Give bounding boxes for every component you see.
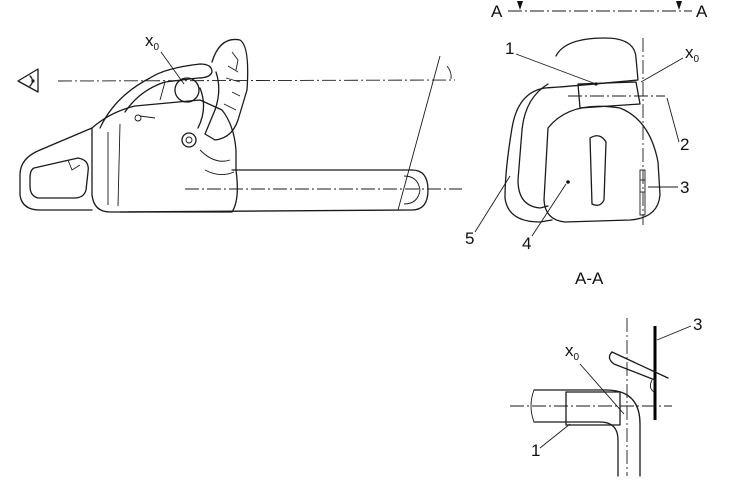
detail-view: 3 x0 1 <box>510 315 702 477</box>
angle-line <box>397 55 441 211</box>
section-marker-right: A <box>696 2 708 21</box>
callout-1-detail: 1 <box>531 441 540 460</box>
x0-label-side: x0 <box>145 31 160 53</box>
chainsaw-side-view: x0 <box>17 31 462 213</box>
handle-tube <box>577 81 641 109</box>
handle-loop-outer <box>504 37 639 223</box>
callout-3-detail: 3 <box>693 315 702 334</box>
hand-guard-section <box>543 105 661 223</box>
handle-loop-inner <box>517 83 549 209</box>
x0-leader-side <box>160 51 185 85</box>
handle-tube-section <box>174 77 200 103</box>
pivot-ring <box>181 132 197 148</box>
section-arrow-right <box>676 1 682 10</box>
x0-label-section: x0 <box>685 43 700 65</box>
section-arrow-left <box>517 1 523 10</box>
detail-tube-outer <box>533 389 641 477</box>
sight-line <box>57 79 456 82</box>
rear-handle <box>19 127 93 211</box>
guide-bar <box>119 169 429 213</box>
section-caption: A-A <box>575 269 604 288</box>
gauge-strip <box>639 169 646 216</box>
callout-1: 1 <box>505 39 514 58</box>
saw-body <box>91 99 238 213</box>
callout-4: 4 <box>522 234 531 253</box>
callout-2: 2 <box>680 135 689 154</box>
section-marker-left: A <box>491 2 503 21</box>
eye-icon <box>17 68 39 93</box>
callout-5: 5 <box>465 229 474 248</box>
detail-tube-inner <box>533 421 619 477</box>
section-a-a-view: A A 1 x0 2 3 4 <box>465 1 708 288</box>
top-handle <box>99 63 213 129</box>
x0-label-detail: x0 <box>565 341 580 363</box>
callout-3: 3 <box>680 178 689 197</box>
hand-guard <box>204 38 249 141</box>
detail-sleeve <box>565 391 621 426</box>
